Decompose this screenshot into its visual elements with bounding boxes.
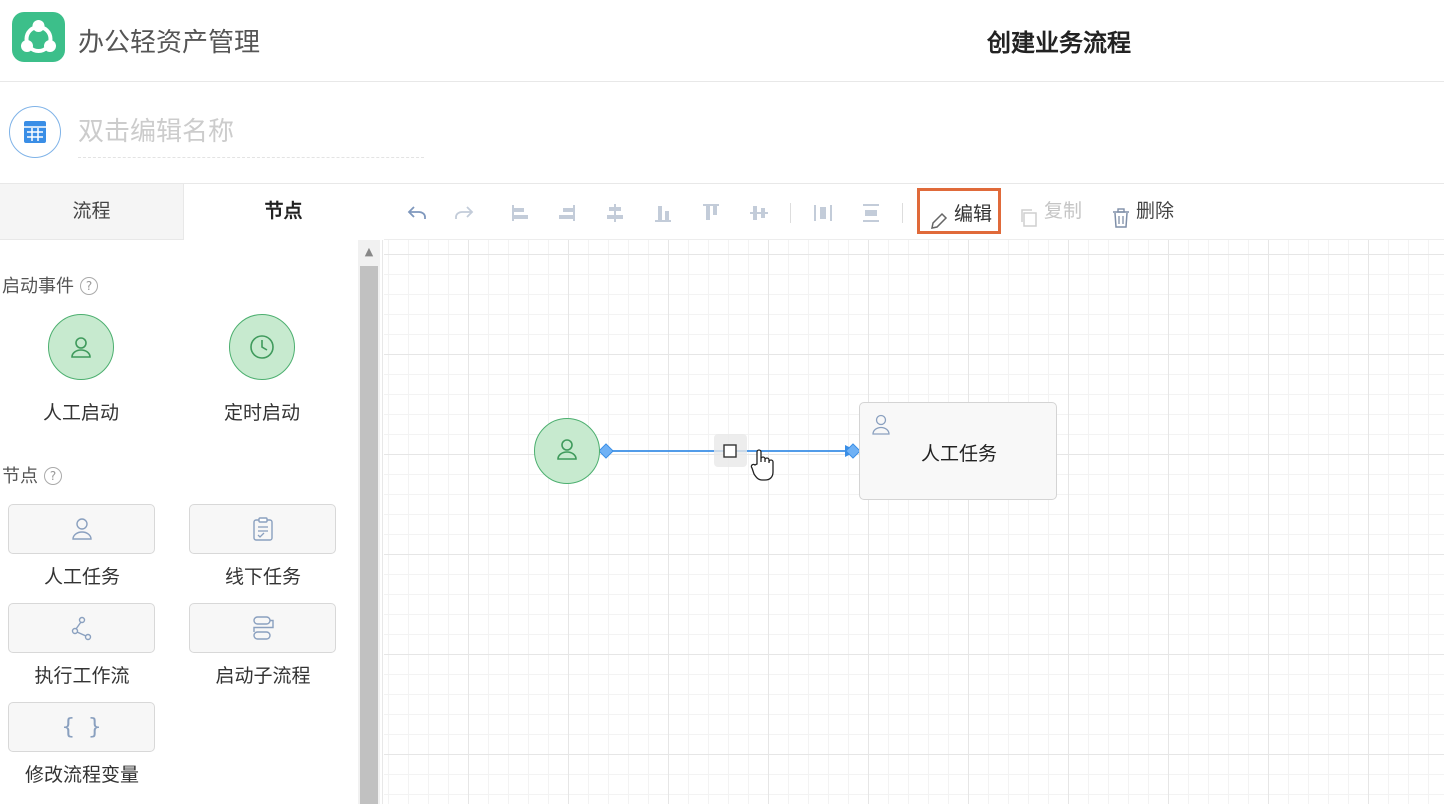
align-bottom-icon[interactable]	[652, 202, 674, 224]
user-icon	[554, 436, 580, 466]
align-left-icon[interactable]	[509, 202, 531, 224]
copy-label: 复制	[1044, 200, 1083, 222]
start-event-node[interactable]	[534, 418, 600, 484]
tab-flow[interactable]: 流程	[0, 184, 184, 240]
palette-item-label: 修改流程变量	[24, 764, 139, 786]
palette-item-label: 执行工作流	[34, 665, 130, 687]
process-name-row: 双击编辑名称	[0, 82, 1444, 184]
align-center-h-icon[interactable]	[604, 202, 626, 224]
delete-button[interactable]: 删除	[1102, 188, 1192, 234]
toolbar-divider	[902, 203, 903, 223]
distribute-v-icon[interactable]	[860, 202, 882, 224]
palette-scrollbar[interactable]: ▲	[358, 240, 380, 804]
palette-item-modify-variables[interactable]: { } 修改流程变量	[8, 702, 156, 787]
nodes-label: 节点	[2, 466, 38, 487]
node-palette-panel: 流程 节点 启动事件? 人工启动 定时启动 节点? 人工任务 线下任务	[0, 184, 383, 804]
workflow-icon	[8, 603, 155, 653]
nodes-heading: 节点?	[2, 462, 62, 488]
palette-item-label: 人工启动	[42, 402, 119, 424]
clock-icon	[229, 314, 295, 380]
palette-item-manual-task[interactable]: 人工任务	[8, 504, 156, 589]
user-icon	[48, 314, 114, 380]
help-icon[interactable]: ?	[80, 277, 98, 295]
process-name-input[interactable]: 双击编辑名称	[78, 112, 424, 158]
start-events-heading: 启动事件?	[2, 272, 98, 298]
align-right-icon[interactable]	[556, 202, 578, 224]
copy-button[interactable]: 复制	[1010, 188, 1100, 234]
palette-item-label: 定时启动	[223, 402, 300, 424]
pencil-icon	[928, 203, 950, 229]
scrollbar-thumb[interactable]	[360, 266, 378, 804]
toolbar-divider	[790, 203, 791, 223]
task-node-label: 人工任务	[920, 443, 997, 465]
start-events-label: 启动事件	[2, 276, 74, 297]
hand-cursor-icon	[750, 448, 776, 482]
palette-item-timer-start[interactable]: 定时启动	[202, 314, 322, 425]
redo-icon[interactable]	[453, 202, 475, 224]
delete-label: 删除	[1136, 200, 1175, 222]
flow-canvas[interactable]: 人工任务	[384, 240, 1444, 804]
palette-item-exec-workflow[interactable]: 执行工作流	[8, 603, 156, 688]
palette-item-label: 线下任务	[224, 566, 301, 588]
edit-button[interactable]: 编辑	[917, 188, 1001, 234]
app-logo-icon[interactable]	[12, 12, 65, 62]
palette-item-label: 人工任务	[43, 566, 120, 588]
sequence-flow-edge[interactable]	[384, 240, 1444, 804]
tab-node[interactable]: 节点	[184, 184, 383, 240]
page-title: 创建业务流程	[987, 29, 1131, 57]
help-icon[interactable]: ?	[44, 467, 62, 485]
undo-icon[interactable]	[406, 202, 428, 224]
scroll-up-arrow-icon[interactable]: ▲	[364, 245, 374, 258]
app-header: 办公轻资产管理 创建业务流程	[0, 0, 1444, 82]
clipboard-icon	[189, 504, 336, 554]
palette-item-offline-task[interactable]: 线下任务	[189, 504, 337, 589]
trash-icon	[1110, 200, 1132, 228]
subprocess-icon	[189, 603, 336, 653]
app-name: 办公轻资产管理	[78, 28, 261, 58]
distribute-h-icon[interactable]	[812, 202, 834, 224]
canvas-toolbar: 编辑 复制 删除	[384, 184, 1444, 240]
user-icon	[8, 504, 155, 554]
edit-label: 编辑	[954, 203, 993, 225]
palette-tabs: 流程 节点	[0, 184, 383, 240]
form-table-icon	[9, 106, 61, 158]
palette-item-start-subprocess[interactable]: 启动子流程	[189, 603, 337, 688]
align-top-icon[interactable]	[700, 202, 722, 224]
palette-item-manual-start[interactable]: 人工启动	[21, 314, 141, 425]
align-middle-v-icon[interactable]	[748, 202, 770, 224]
copy-icon	[1018, 200, 1040, 227]
palette-item-label: 启动子流程	[215, 665, 311, 687]
braces-icon: { }	[8, 702, 155, 752]
user-icon	[870, 413, 892, 437]
manual-task-node[interactable]: 人工任务	[859, 402, 1057, 500]
